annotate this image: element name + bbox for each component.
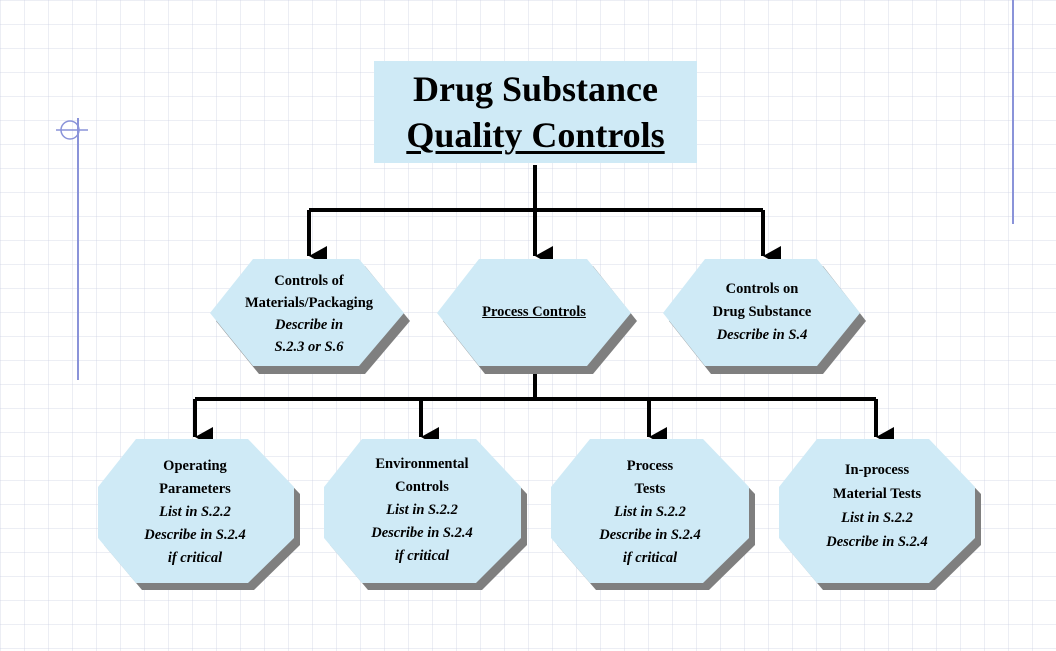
- title-line-2: Quality Controls: [406, 115, 665, 155]
- inprocess-node-label: In-process Material Tests List in S.2.2 …: [782, 446, 972, 566]
- drug-substance-title-1: Controls on: [725, 280, 799, 297]
- materials-node-label: Controls of Materials/Packaging Describe…: [214, 262, 404, 366]
- process-tests-ref-3: if critical: [622, 549, 678, 566]
- materials-ref-2: S.2.3 or S.6: [274, 339, 344, 355]
- slide-decoration: [56, 0, 1014, 380]
- drug-substance-ref-1: Describe in S.4: [716, 326, 808, 343]
- materials-title-1: Controls of: [274, 273, 344, 289]
- operating-title-1: Operating: [163, 457, 227, 474]
- process-tests-node-shape: [551, 439, 749, 583]
- materials-node-shape: [210, 259, 404, 366]
- process-controls-title: Process Controls: [482, 303, 586, 320]
- process-tests-title-1: Process: [626, 457, 674, 474]
- inprocess-ref-2: Describe in S.2.4: [826, 534, 928, 550]
- environmental-node-shape: [324, 439, 521, 583]
- environmental-node-label: Environmental Controls List in S.2.2 Des…: [326, 442, 518, 578]
- drug-substance-title-2: Drug Substance: [712, 303, 812, 320]
- process-tests-ref-2: Describe in S.2.4: [599, 526, 701, 543]
- materials-ref-1: Describe in: [274, 317, 344, 333]
- materials-title-2: Materials/Packaging: [244, 295, 374, 311]
- environmental-ref-3: if critical: [394, 547, 450, 564]
- process-controls-node-label: Process Controls: [441, 262, 627, 362]
- environmental-title-1: Environmental: [375, 455, 469, 472]
- process-controls-node-shape: [437, 259, 631, 366]
- operating-title-2: Parameters: [159, 480, 231, 497]
- drug-substance-node-label: Controls on Drug Substance Describe in S…: [668, 268, 856, 356]
- title-line-1: Drug Substance: [412, 69, 659, 109]
- process-tests-ref-1: List in S.2.2: [614, 503, 686, 520]
- environmental-ref-2: Describe in S.2.4: [371, 524, 473, 541]
- environmental-title-2: Controls: [395, 478, 449, 495]
- process-tests-title-2: Tests: [634, 480, 666, 497]
- inprocess-node-shape: [779, 439, 975, 583]
- drug-substance-node-shape: [663, 259, 860, 366]
- inprocess-title-2: Material Tests: [832, 486, 922, 502]
- operating-ref-2: Describe in S.2.4: [144, 526, 246, 543]
- operating-ref-1: List in S.2.2: [159, 503, 231, 520]
- inprocess-title-1: In-process: [844, 462, 910, 478]
- inprocess-ref-1: List in S.2.2: [841, 510, 913, 526]
- operating-node-shape: [98, 439, 294, 583]
- node-shapes: [98, 259, 981, 590]
- title-box: Drug Substance Quality Controls: [374, 61, 697, 163]
- operating-ref-3: if critical: [167, 549, 223, 566]
- operating-node-label: Operating Parameters List in S.2.2 Descr…: [100, 444, 290, 580]
- connectors: [193, 165, 894, 447]
- environmental-ref-1: List in S.2.2: [386, 501, 458, 518]
- process-tests-node-label: Process Tests List in S.2.2 Describe in …: [554, 444, 746, 580]
